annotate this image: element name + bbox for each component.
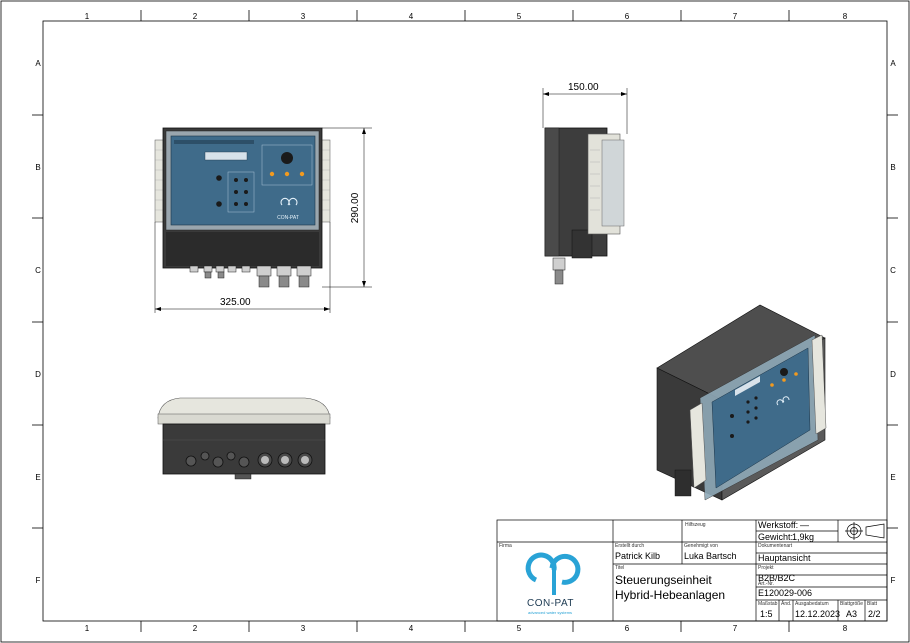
row-label: E: [35, 473, 40, 482]
col-label: 8: [843, 624, 848, 633]
ausgabe-value: 12.12.2023: [795, 609, 841, 619]
massstab-value: 1:5: [760, 609, 773, 619]
conpat-logo-icon: [525, 552, 581, 595]
col-label: 4: [409, 12, 414, 21]
isometric-view: [656, 304, 827, 501]
artnr-label: Art.-Nr.: [758, 581, 774, 587]
col-label: 7: [733, 12, 738, 21]
row-label: C: [35, 266, 41, 275]
dim-side-width: 150.00: [568, 82, 599, 93]
panel-brand: CON-PAT: [277, 215, 299, 221]
col-label: 8: [843, 12, 848, 21]
col-label: 1: [85, 624, 90, 633]
col-label: 6: [625, 12, 630, 21]
erstellt-value: Patrick Kilb: [615, 551, 661, 561]
hilfszeug-label: Hilfszeug: [685, 522, 706, 528]
blattgroesse-label: Blattgröße: [840, 601, 864, 607]
row-label: F: [36, 576, 41, 585]
projekt-value: B2B/B2C: [758, 573, 796, 583]
col-label: 2: [193, 624, 198, 633]
titel-line2: Hybrid-Hebeanlagen: [615, 588, 726, 602]
row-label: D: [35, 370, 41, 379]
col-label: 5: [517, 624, 522, 633]
genehmigt-value: Luka Bartsch: [684, 551, 737, 561]
projekt-label: Projekt: [758, 565, 774, 571]
col-label: 6: [625, 624, 630, 633]
titel-line1: Steuerungseinheit: [615, 573, 712, 587]
projection-symbol-icon: [845, 522, 885, 540]
row-label: D: [890, 370, 896, 379]
aend-label: Änd.: [781, 601, 792, 607]
row-label: B: [890, 163, 895, 172]
erstellt-label: Erstellt durch: [615, 543, 645, 549]
dokumentart-value: Hauptansicht: [758, 553, 811, 563]
row-label: E: [890, 473, 895, 482]
werkstoff-label: Werkstoff:: [758, 520, 799, 530]
col-label: 3: [301, 12, 306, 21]
logo-subtext: advanced water systems: [528, 610, 573, 615]
titel-label: Titel: [615, 565, 625, 571]
blatt-value: 2/2: [868, 609, 881, 619]
genehmigt-label: Genehmigt von: [684, 543, 718, 549]
firma-label: Firma: [499, 543, 512, 549]
col-label: 5: [517, 12, 522, 21]
col-label: 1: [85, 12, 90, 21]
row-label: A: [890, 59, 896, 68]
dim-front-width: 325.00: [220, 297, 251, 308]
row-label: C: [890, 266, 896, 275]
title-block-lines: [496, 519, 888, 622]
side-view: 150.00: [542, 82, 628, 285]
col-label: 7: [733, 624, 738, 633]
col-label: 3: [301, 624, 306, 633]
massstab-label: Maßstab: [758, 601, 778, 607]
dim-front-height: 290.00: [350, 192, 361, 223]
row-label: A: [35, 59, 41, 68]
logo-text: CON-PAT: [527, 598, 575, 609]
col-label: 4: [409, 624, 414, 633]
gewicht-value: 1,9kg: [792, 532, 815, 542]
row-label: B: [35, 163, 40, 172]
grid-ticks: [32, 10, 898, 632]
col-label: 2: [193, 12, 198, 21]
blatt-label: Blatt: [867, 601, 878, 607]
ausgabe-label: Ausgabedatum: [795, 601, 829, 607]
row-label: F: [891, 576, 896, 585]
blattgroesse-value: A3: [846, 609, 858, 619]
front-view: CON-PAT 290.00: [154, 127, 372, 313]
gewicht-label: Gewicht:: [758, 532, 794, 542]
dokumentart-label: Dokumentenart: [758, 543, 793, 549]
werkstoff-value: —: [800, 520, 809, 530]
bottom-view: [157, 397, 331, 480]
artnr-value: E120029-006: [758, 588, 813, 598]
